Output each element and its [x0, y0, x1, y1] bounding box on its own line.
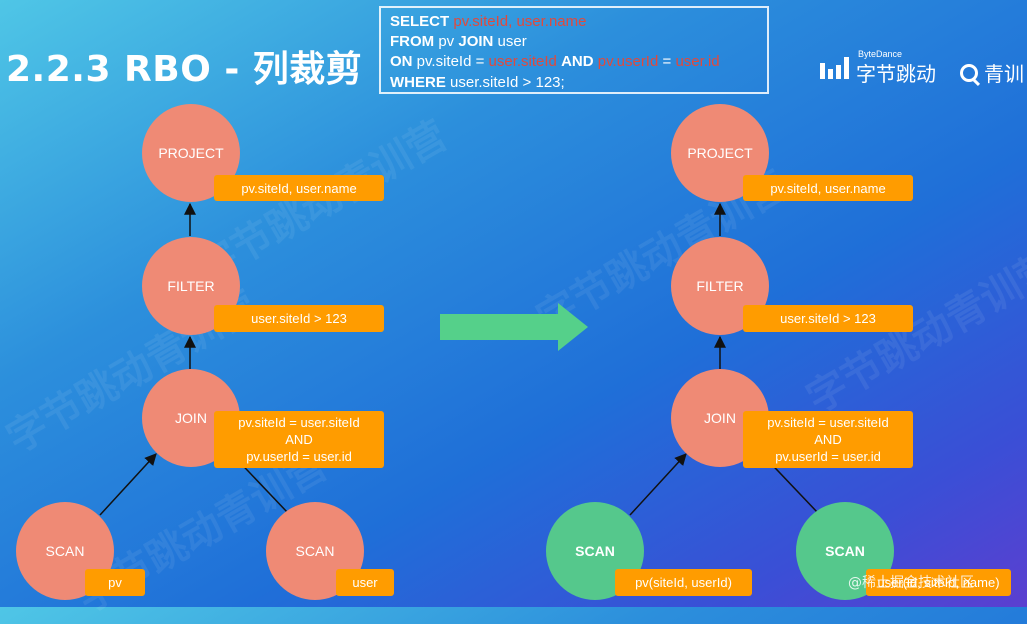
sql-line-where: WHERE user.siteId > 123; — [390, 73, 565, 91]
left-filter-tag: user.siteId > 123 — [214, 305, 384, 332]
edge-scan-pv-to-join — [99, 453, 157, 516]
right-project-tag: pv.siteId, user.name — [743, 175, 913, 201]
transform-arrow-icon — [440, 303, 588, 351]
left-scan-user-tag: user — [336, 569, 394, 596]
bytedance-bars-icon — [820, 57, 850, 79]
right-filter-tag: user.siteId > 123 — [743, 305, 913, 332]
edge-scan-pv-to-join — [629, 453, 687, 516]
right-join-tag: pv.siteId = user.siteId AND pv.userId = … — [743, 411, 913, 468]
left-scan-pv-tag: pv — [85, 569, 145, 596]
bytedance-big-text: 字节跳动 — [856, 62, 936, 86]
sql-line-from: FROM pv JOIN user — [390, 33, 527, 51]
qingxun-text: 青训 — [984, 62, 1024, 86]
right-filter-node: FILTER — [671, 237, 769, 335]
sql-line-select: SELECT pv.siteId, user.name — [390, 13, 587, 30]
footer-watermark: @稀土掘金技术社区 — [848, 575, 974, 591]
bytedance-logo: ByteDance 字节跳动 — [820, 49, 950, 86]
sql-line-on: ON pv.siteId = user.siteId AND pv.userId… — [390, 53, 720, 71]
left-project-tag: pv.siteId, user.name — [214, 175, 384, 201]
qingxun-icon — [960, 63, 978, 82]
right-scan-user-tag: user(id, siteId, name) — [866, 569, 1011, 596]
qingxun-logo: 青训 — [960, 58, 1024, 86]
left-join-tag: pv.siteId = user.siteId AND pv.userId = … — [214, 411, 384, 468]
right-scan-pv-tag: pv(siteId, userId) — [615, 569, 752, 596]
page-title: 2.2.3 RBO - 列裁剪 — [6, 49, 363, 90]
sql-query-box: SELECT pv.siteId, user.name FROM pv JOIN… — [379, 6, 769, 94]
bytedance-small-text: ByteDance — [858, 49, 903, 59]
